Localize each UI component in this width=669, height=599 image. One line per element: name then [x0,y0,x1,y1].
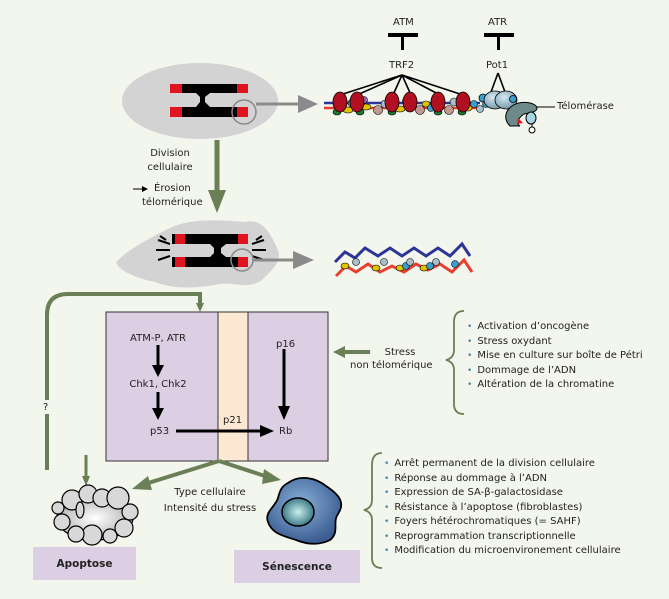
telomerase-enzyme [505,101,538,134]
apoptose-label: Apoptose [33,547,136,580]
fate-arrows [132,459,281,490]
stress-brace [445,310,465,415]
apoptotic-cell [51,484,139,546]
stress-cause-item: Dommage de l’ADN [467,364,643,379]
decision-label-1: Type cellulaire [174,487,246,498]
division-label-1: Division [150,148,190,159]
trf2-proteins [332,91,471,113]
senescence-brace [363,452,383,569]
chromosome-eroded [172,234,248,267]
senescence-features-list: Arrêt permanent de la division cellulair… [384,457,621,559]
decision-label-2: Intensité du stress [163,503,257,514]
stress-cause-item: Activation d’oncogène [467,320,643,335]
stress-label-1: Stress [384,347,416,358]
atm-inhibition [388,33,418,50]
stress-cause-item: Stress oxydant [467,335,643,350]
chk-label: Chk1, Chk2 [129,379,187,390]
trf2-label: TRF2 [389,60,415,71]
telomerase-label: Télomérase [557,101,614,112]
p21-label: p21 [223,415,243,426]
stress-label-2: non télomérique [350,360,433,371]
question-label: ? [43,402,49,413]
pot1-protein [478,90,518,110]
zoom-circle-top [231,99,257,125]
stress-cause-item: Mise en culture sur boîte de Pétri [467,349,642,364]
erosion-label-1: Érosion [154,183,191,194]
p21-band [217,311,249,462]
atr-label: ATR [488,17,508,28]
stress-cause-item: Altération de la chromatine [467,378,643,393]
pot1-label: Pot1 [486,60,509,71]
senescence-feature-item: Arrêt permanent de la division cellulair… [384,457,621,472]
senescence-label: Sénescence [234,550,360,583]
pathway-arrows [152,345,290,437]
stress-causes-list: Activation d’oncogène Stress oxydant Mis… [467,320,643,393]
senescence-feature-item: Résistance à l’apoptose (fibroblastes) [384,501,621,516]
atm-p-atr-label: ATM-P, ATR [130,333,186,344]
senescent-cell [266,476,343,545]
senescence-feature-item: Reprogrammation transcriptionnelle [384,530,621,545]
atr-inhibition [484,33,514,50]
senescence-feature-item: Modification du microenvironement cellul… [384,544,620,559]
eroded-cell [116,220,279,288]
normal-cell [122,63,278,139]
erosion-label-2: télomérique [142,197,203,208]
chromosome-normal [170,84,248,117]
pathway-box [105,311,329,462]
rb-label: Rb [279,426,293,437]
p16-label: p16 [276,339,296,350]
p53-label: p53 [150,426,170,437]
telomere-capped [324,72,555,134]
division-label-2: cellulaire [147,162,193,173]
telomere-uncapped [333,241,474,278]
senescence-feature-item: Foyers hétérochromatiques (= SAHF) [384,515,621,530]
loop-arrow [45,292,202,470]
senescence-feature-item: Réponse au dommage à l’ADN [384,472,621,487]
atm-label: ATM [393,17,414,28]
senescence-feature-item: Expression de SA-β-galactosidase [384,486,621,501]
